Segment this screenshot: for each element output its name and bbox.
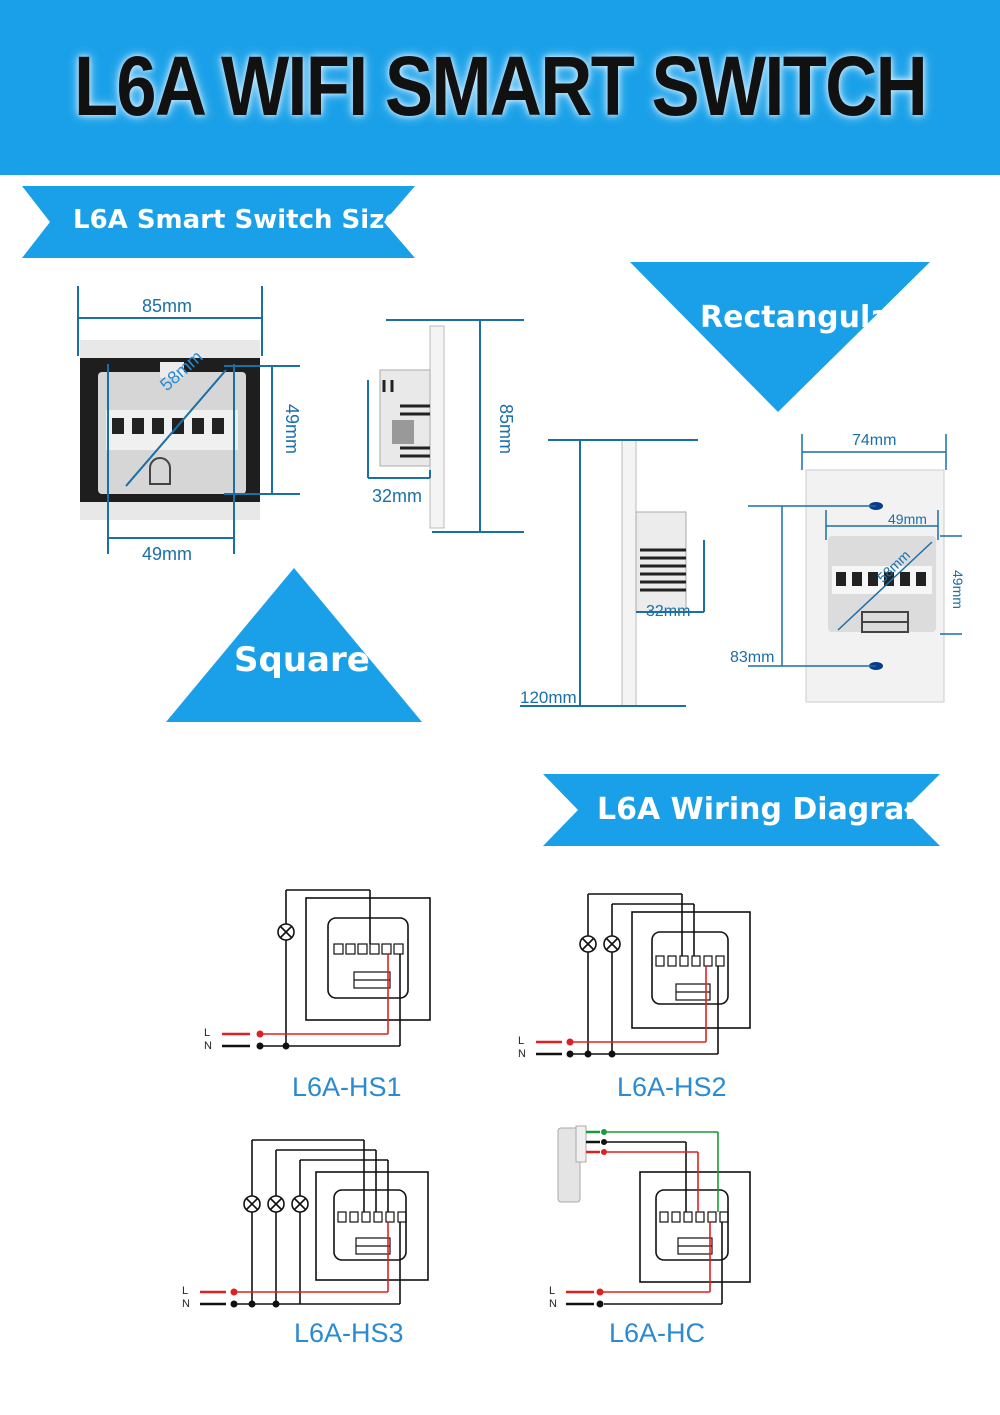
hc-l-label: L — [549, 1285, 556, 1297]
wiring-hc-live — [566, 1222, 711, 1308]
rect-inner-width-label: 49mm — [888, 511, 927, 527]
wiring-hs1 — [222, 889, 431, 1048]
square-inner-height-label: 49mm — [282, 404, 302, 455]
wiring-hs2-live — [536, 966, 707, 1058]
rect-switch-side — [621, 439, 687, 707]
square-triangle — [166, 568, 422, 722]
wiring-hc — [566, 1141, 751, 1306]
rect-plate-height-label: 83mm — [730, 649, 775, 666]
rect-width-label: 74mm — [852, 432, 897, 449]
page-title: L6A WIFI SMART SWITCH — [73, 39, 928, 133]
square-dim-lines — [77, 286, 300, 554]
model-hs2-label: L6A-HS2 — [617, 1072, 727, 1102]
rect-inner-height-label: 49mm — [950, 570, 966, 609]
square-height-label: 85mm — [496, 404, 516, 455]
square-inner-width-label: 49mm — [142, 544, 193, 564]
hs3-n-label: N — [182, 1298, 190, 1310]
wiring-hc-device — [557, 1125, 719, 1212]
hs3-l-label: L — [182, 1285, 189, 1297]
wiring-hs3-live — [200, 1222, 389, 1308]
wiring-ribbon — [543, 774, 940, 846]
hs2-l-label: L — [518, 1035, 525, 1047]
header-banner: L6A WIFI SMART SWITCH — [0, 0, 1000, 175]
rect-switch-back — [805, 469, 945, 703]
model-hc-label: L6A-HC — [609, 1318, 706, 1348]
side-dim-lines — [367, 319, 524, 533]
hs2-n-label: N — [518, 1048, 526, 1060]
square-switch-back — [80, 340, 260, 520]
rectangular-label: Rectangular — [700, 300, 906, 335]
square-width-label: 85mm — [142, 296, 193, 316]
wiring-section-title: L6A Wiring Diagram — [597, 792, 936, 827]
wiring-hs3 — [200, 1139, 429, 1306]
wiring-hs2 — [536, 893, 751, 1056]
rect-back-dim-lines — [748, 434, 962, 667]
wiring-hs1-live — [222, 954, 389, 1050]
rectangular-triangle — [630, 262, 930, 412]
square-label: Square — [234, 640, 370, 680]
hc-n-label: N — [549, 1298, 557, 1310]
square-switch-side — [379, 325, 445, 529]
rect-height-label: 120mm — [520, 688, 577, 707]
hs1-l-label: L — [204, 1027, 211, 1039]
square-depth-label: 32mm — [372, 486, 423, 506]
size-ribbon — [22, 186, 415, 258]
model-hs1-label: L6A-HS1 — [292, 1072, 402, 1102]
size-section-title: L6A Smart Switch Size — [73, 205, 402, 235]
model-hs3-label: L6A-HS3 — [294, 1318, 404, 1348]
rect-depth-label: 32mm — [646, 603, 691, 620]
rect-side-dim-lines — [520, 439, 705, 707]
hs1-n-label: N — [204, 1040, 212, 1052]
